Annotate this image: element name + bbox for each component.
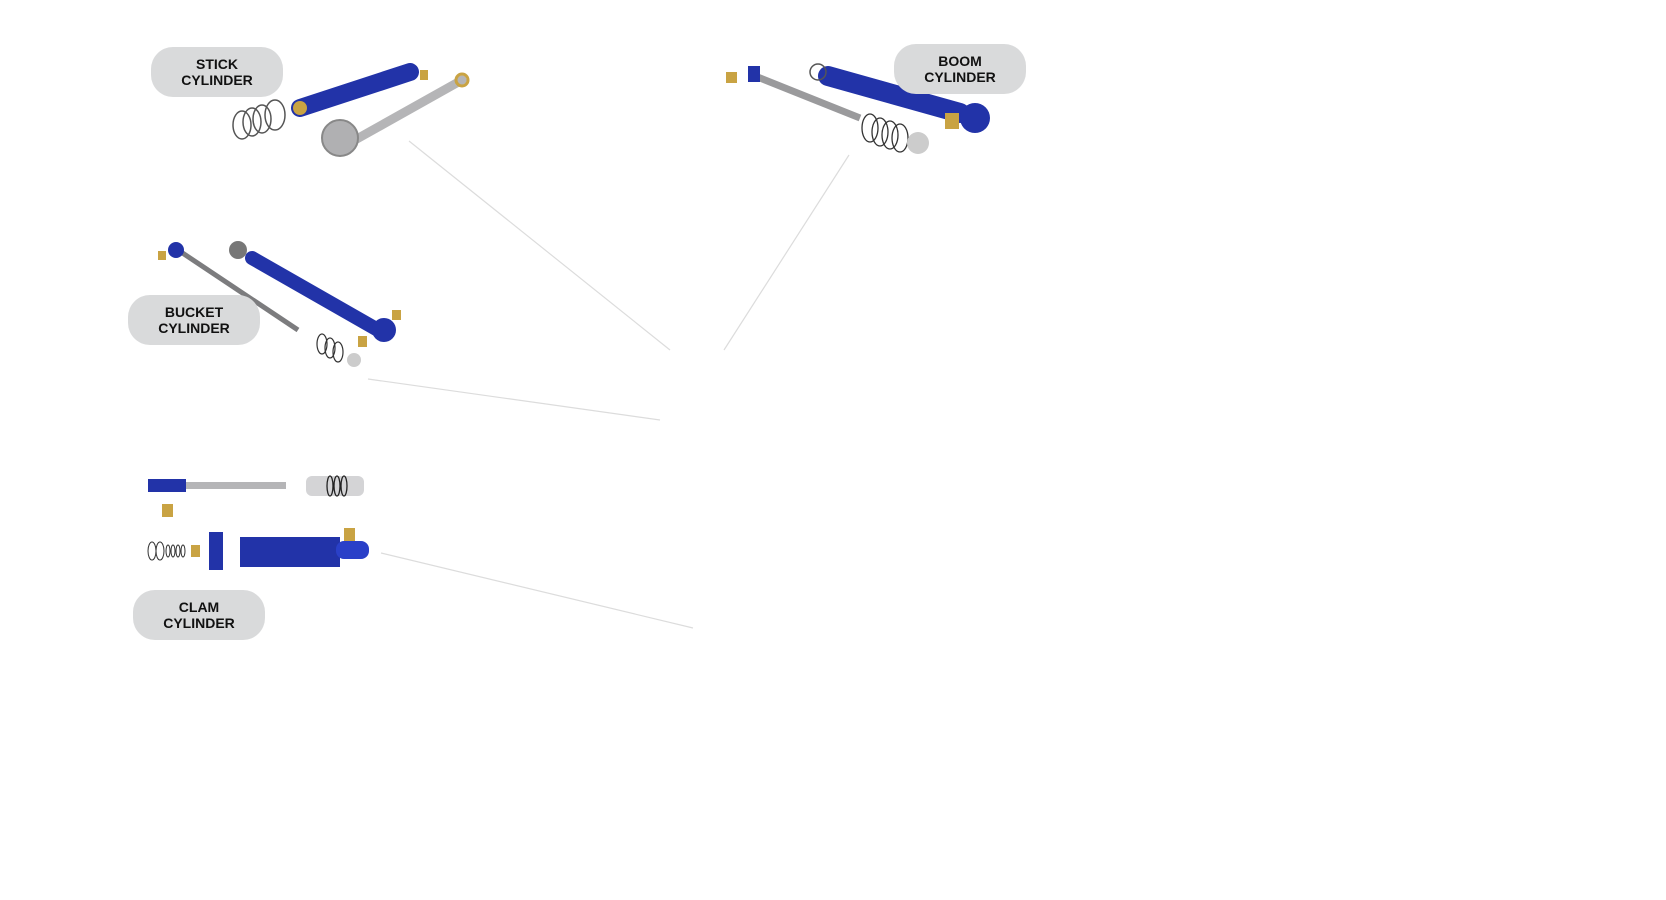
stick-label-line1: STICK: [196, 56, 238, 72]
leader-line-boom: [723, 154, 850, 351]
bucket-cylinder-image: [158, 241, 401, 367]
stick-cylinder-label[interactable]: STICK CYLINDER: [151, 47, 283, 97]
clam-label-line2: CYLINDER: [163, 615, 235, 631]
bucket-label-line1: BUCKET: [164, 304, 224, 320]
boom-label-line1: BOOM: [938, 53, 982, 69]
boom-label-line2: CYLINDER: [924, 69, 996, 85]
boom-cylinder-label[interactable]: BOOM CYLINDER: [894, 44, 1026, 94]
leader-line-bucket: [367, 378, 661, 421]
clam-cylinder-image: [147, 475, 369, 570]
stick-label-line2: CYLINDER: [181, 72, 253, 88]
leader-line-clam: [380, 552, 694, 629]
bucket-label-line2: CYLINDER: [158, 320, 230, 336]
bucket-cylinder-label[interactable]: BUCKET CYLINDER: [128, 295, 260, 345]
leader-line-stick: [408, 140, 671, 351]
boom-cylinder-image: [726, 63, 990, 154]
clam-cylinder-label[interactable]: CLAM CYLINDER: [133, 590, 265, 640]
clam-label-line1: CLAM: [178, 599, 220, 615]
stick-cylinder-image: [232, 63, 470, 157]
